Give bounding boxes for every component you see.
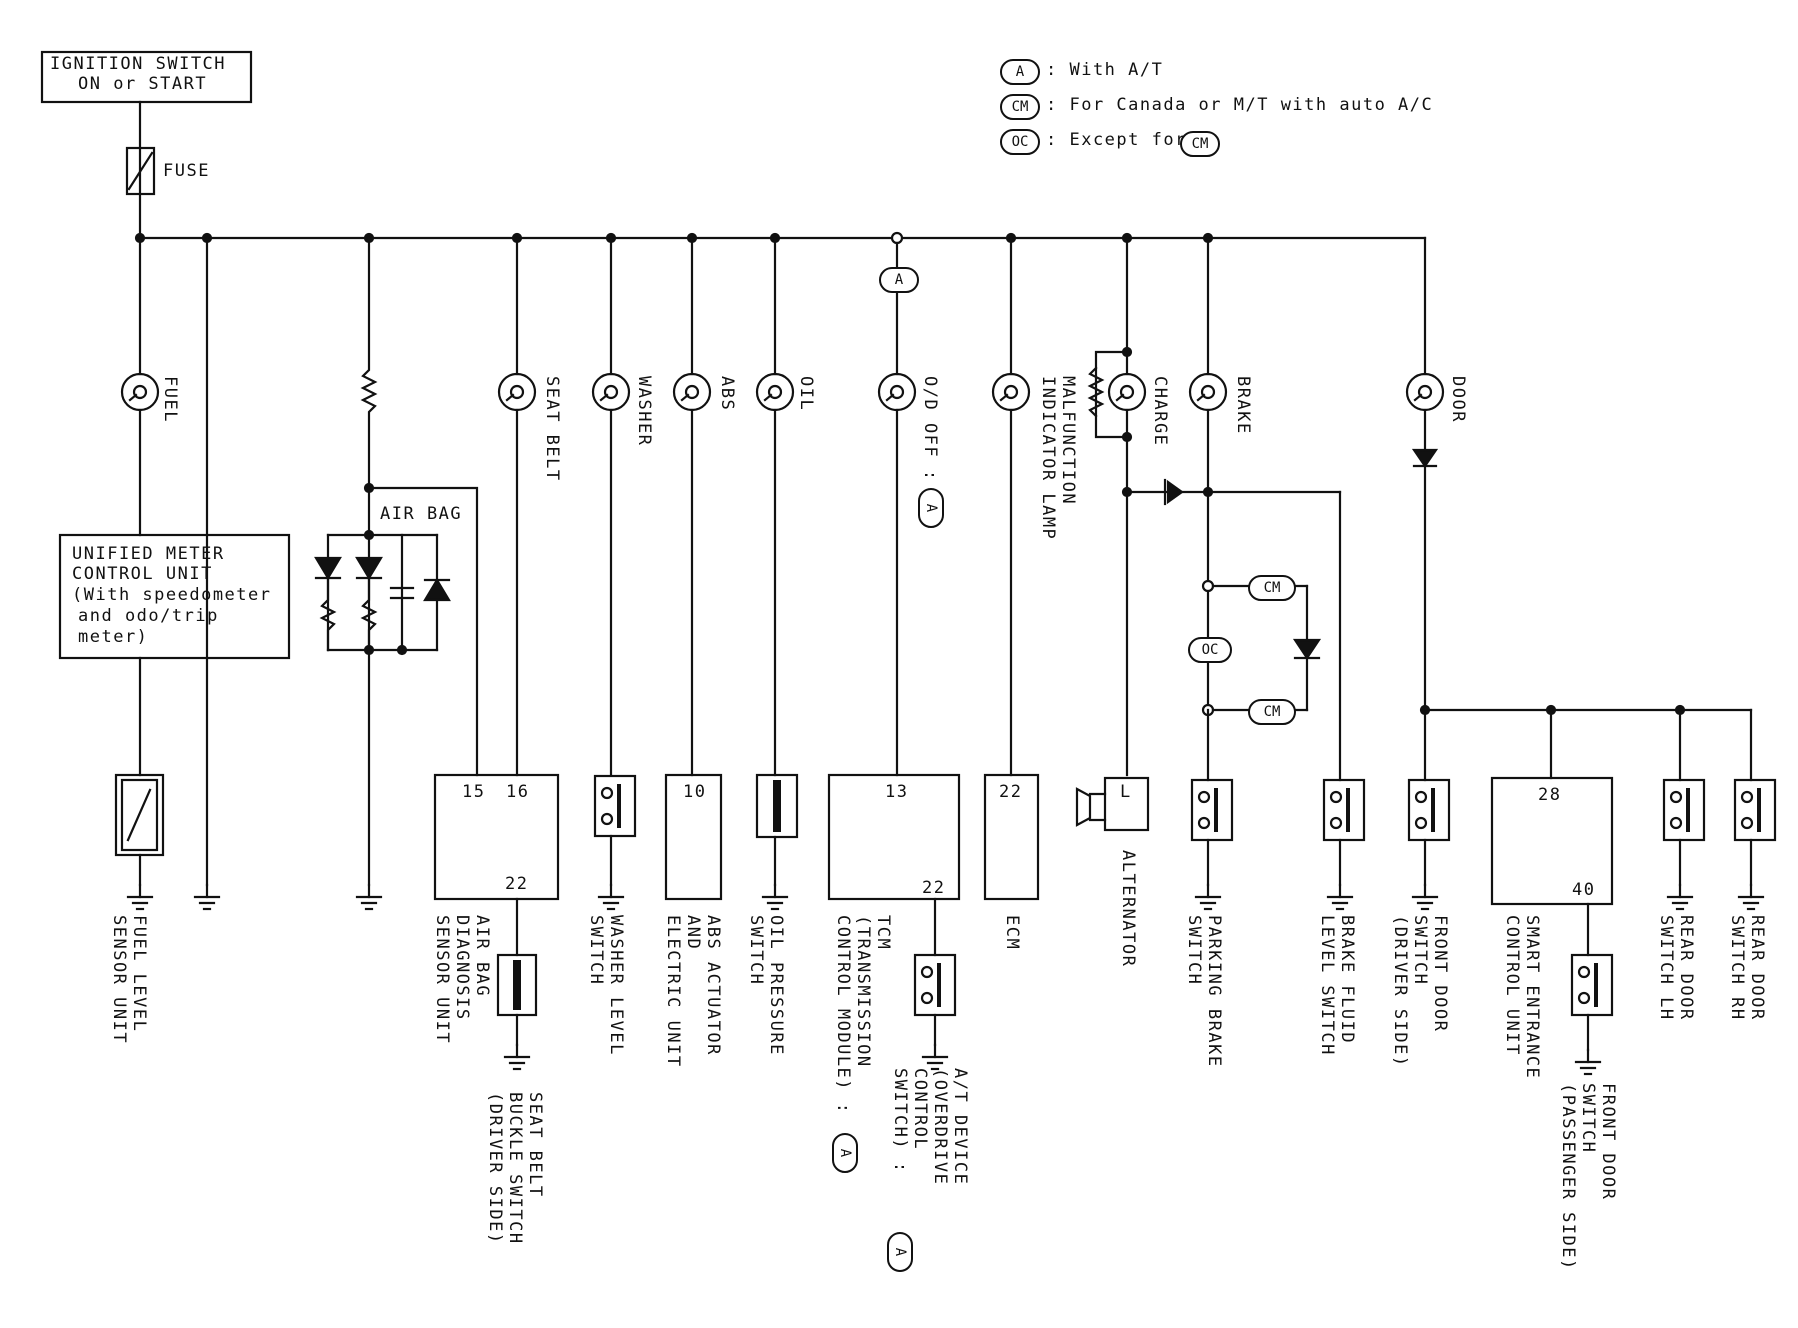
fuse-symbol	[125, 146, 156, 196]
pin-ecm-22: 22	[999, 782, 1023, 802]
airbag-unit-label-3: SENSOR UNIT	[432, 915, 452, 1045]
abs-unit-label-2: AND	[683, 915, 703, 951]
at-device-tag-a: A	[887, 1232, 913, 1272]
front-door-pass-label-2: SWITCH	[1578, 1083, 1598, 1154]
front-door-driver-label-2: SWITCH	[1410, 915, 1430, 986]
meter-line-2: CONTROL UNIT	[72, 564, 213, 584]
pin-smart-28: 28	[1538, 785, 1562, 805]
fuse-label: FUSE	[163, 161, 210, 181]
legend-tag-a: A	[1000, 59, 1040, 85]
brake-fluid-label-1: BRAKE FLUID	[1337, 915, 1357, 1045]
pin-smart-40: 40	[1572, 880, 1596, 900]
ignition-switch-label: IGNITION SWITCH	[50, 54, 227, 74]
ignition-switch-box	[40, 50, 253, 104]
tcm-tag-a: A	[832, 1133, 858, 1173]
tag-oc: OC	[1188, 637, 1232, 663]
seat-buckle-label-1: SEAT BELT	[525, 1092, 545, 1198]
pin-airbag-22: 22	[505, 874, 529, 894]
alternator-label: ALTERNATOR	[1118, 850, 1138, 968]
front-door-pass-label-1: FRONT DOOR	[1598, 1083, 1618, 1201]
tcm-label-2: (TRANSMISSION	[853, 915, 873, 1068]
pin-airbag-15: 15	[462, 782, 486, 802]
parking-brake-label-1: PARKING BRAKE	[1204, 915, 1224, 1068]
unified-meter-box	[58, 533, 291, 660]
airbag-unit-box	[433, 773, 560, 901]
rear-door-lh-label-1: REAR DOOR	[1676, 915, 1696, 1021]
at-device-label-2: (OVERDRIVE	[930, 1068, 950, 1186]
airbag-unit-label-2: DIAGNOSIS	[452, 915, 472, 1021]
tcm-box	[827, 773, 961, 901]
rear-door-rh-label-1: REAR DOOR	[1747, 915, 1767, 1021]
smart-entrance-label-2: CONTROL UNIT	[1502, 915, 1522, 1056]
legend-tag-oc: OC	[1000, 129, 1040, 155]
seat-buckle-label-3: (DRIVER SIDE)	[485, 1092, 505, 1245]
front-door-driver-label-1: FRONT DOOR	[1430, 915, 1450, 1033]
tag-cm-upper: CM	[1248, 575, 1296, 601]
charge-lamp-label: CHARGE	[1150, 376, 1170, 447]
ecm-box	[983, 773, 1040, 901]
abs-lamp-label: ABS	[717, 376, 737, 412]
pin-tcm-13: 13	[885, 782, 909, 802]
od-off-tag-a: A	[918, 488, 944, 528]
pin-alt-l: L	[1120, 782, 1132, 802]
washer-lamp-label: WASHER	[634, 376, 654, 447]
meter-line-4: and odo/trip	[78, 606, 219, 626]
tag-cm-lower: CM	[1248, 699, 1296, 725]
smart-entrance-label-1: SMART ENTRANCE	[1522, 915, 1542, 1080]
pin-abs-10: 10	[683, 782, 707, 802]
legend-tag-cm: CM	[1000, 94, 1040, 120]
abs-unit-label-3: ELECTRIC UNIT	[663, 915, 683, 1068]
mil-label-1: MALFUNCTION	[1058, 376, 1078, 506]
seat-belt-lamp-label: SEAT BELT	[542, 376, 562, 482]
parking-brake-label-2: SWITCH	[1184, 915, 1204, 986]
fuel-lamp-label: FUEL	[160, 376, 180, 423]
washer-switch-label-1: WASHER LEVEL	[606, 915, 626, 1056]
rear-door-rh-label-2: SWITCH RH	[1727, 915, 1747, 1021]
meter-line-5: meter)	[78, 627, 149, 647]
washer-switch-label-2: SWITCH	[586, 915, 606, 986]
legend-ref-cm: CM	[1180, 131, 1220, 157]
ecm-label: ECM	[1002, 915, 1022, 951]
fuel-sensor-label-2: SENSOR UNIT	[109, 915, 129, 1045]
airbag-unit-label-1: AIR BAG	[472, 915, 492, 998]
fuel-sensor-label-1: FUEL LEVEL	[129, 915, 149, 1033]
meter-line-1: UNIFIED METER	[72, 544, 225, 564]
oil-lamp-label: OIL	[796, 376, 816, 412]
meter-line-3: (With speedometer	[72, 585, 272, 605]
brake-fluid-label-2: LEVEL SWITCH	[1317, 915, 1337, 1056]
pin-tcm-22: 22	[922, 878, 946, 898]
at-device-label-4: SWITCH) :	[890, 1068, 910, 1174]
oil-switch-label-1: OIL PRESSURE	[766, 915, 786, 1056]
brake-lamp-label: BRAKE	[1233, 376, 1253, 435]
tcm-label-3: CONTROL MODULE) :	[833, 915, 853, 1115]
legend-text-oc: : Except for	[1046, 130, 1187, 150]
oil-switch-label-2: SWITCH	[746, 915, 766, 986]
tcm-label-1: TCM	[873, 915, 893, 951]
legend-text-cm: : For Canada or M/T with auto A/C	[1046, 95, 1434, 115]
bus-tag-a: A	[879, 267, 919, 293]
ignition-mode-label: ON or START	[78, 74, 208, 94]
mil-label-2: INDICATOR LAMP	[1038, 376, 1058, 541]
front-door-driver-label-3: (DRIVER SIDE)	[1390, 915, 1410, 1068]
at-device-label-3: CONTROL	[910, 1068, 930, 1151]
abs-unit-label-1: ABS ACTUATOR	[703, 915, 723, 1056]
abs-unit-box	[664, 773, 723, 901]
pin-airbag-16: 16	[506, 782, 530, 802]
at-device-label-1: A/T DEVICE	[950, 1068, 970, 1186]
door-lamp-label: DOOR	[1448, 376, 1468, 423]
rear-door-lh-label-2: SWITCH LH	[1656, 915, 1676, 1021]
od-off-lamp-label: O/D OFF :	[920, 376, 940, 482]
legend-text-a: : With A/T	[1046, 60, 1164, 80]
front-door-pass-label-3: (PASSENGER SIDE)	[1558, 1083, 1578, 1271]
smart-entrance-box	[1490, 776, 1614, 906]
seat-buckle-label-2: BUCKLE SWITCH	[505, 1092, 525, 1245]
air-bag-label: AIR BAG	[380, 504, 463, 524]
